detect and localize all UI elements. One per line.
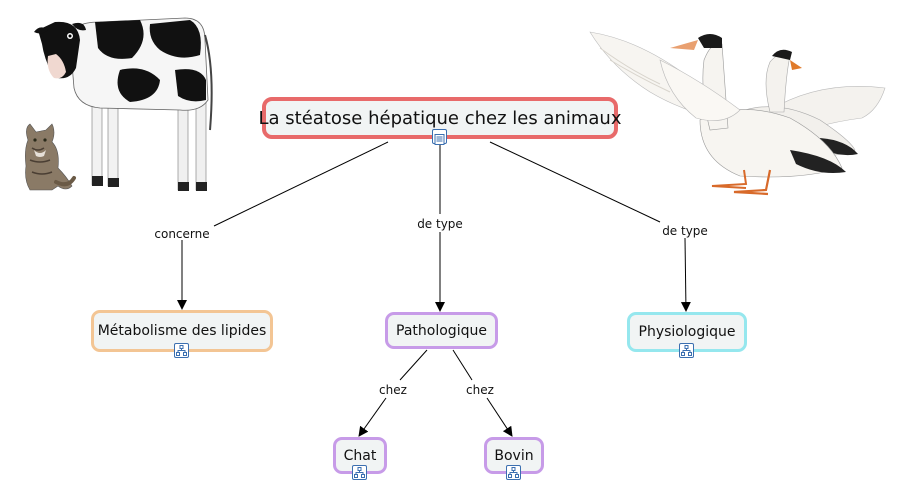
concept-label-metabolisme-lipides: Métabolisme des lipides xyxy=(97,323,267,339)
line-detype2-to-physiologique xyxy=(680,237,691,312)
link-label-concerne: concerne xyxy=(154,227,209,241)
line-pathologique-to-chez1-label xyxy=(399,349,428,381)
submap-icon[interactable] xyxy=(174,343,189,358)
concept-node-bovin[interactable]: Bovin xyxy=(484,437,544,480)
link-label-chez-bovin: chez xyxy=(466,383,494,397)
concept-node-metabolisme-lipides[interactable]: Métabolisme des lipides xyxy=(91,310,273,358)
line-root-to-concerne-label xyxy=(213,141,389,227)
geese-image xyxy=(589,31,886,196)
cow-image xyxy=(34,17,213,191)
concept-label-bovin: Bovin xyxy=(494,447,534,464)
root-concept-node[interactable]: La stéatose hépatique chez les animaux xyxy=(259,97,622,145)
line-chez1-to-chat xyxy=(358,397,387,437)
root-concept-label: La stéatose hépatique chez les animaux xyxy=(258,107,622,129)
document-icon[interactable] xyxy=(432,129,447,145)
concept-node-pathologique[interactable]: Pathologique xyxy=(385,312,498,349)
line-chez2-to-bovin xyxy=(486,397,513,437)
line-root-to-detype2-label xyxy=(489,141,661,223)
concept-node-chat[interactable]: Chat xyxy=(333,437,387,480)
line-pathologique-to-chez2-label xyxy=(452,349,473,381)
link-label-de-type-physiologique: de type xyxy=(662,224,708,238)
submap-icon[interactable] xyxy=(352,465,367,480)
link-label-de-type-pathologique: de type xyxy=(417,217,463,231)
submap-icon[interactable] xyxy=(506,465,521,480)
concept-label-pathologique: Pathologique xyxy=(396,322,487,339)
cat-image xyxy=(25,123,76,191)
submap-icon[interactable] xyxy=(679,343,694,358)
concept-label-chat: Chat xyxy=(343,447,377,464)
concept-label-physiologique: Physiologique xyxy=(638,324,736,340)
link-label-chez-chat: chez xyxy=(379,383,407,397)
concept-node-physiologique[interactable]: Physiologique xyxy=(627,312,747,358)
